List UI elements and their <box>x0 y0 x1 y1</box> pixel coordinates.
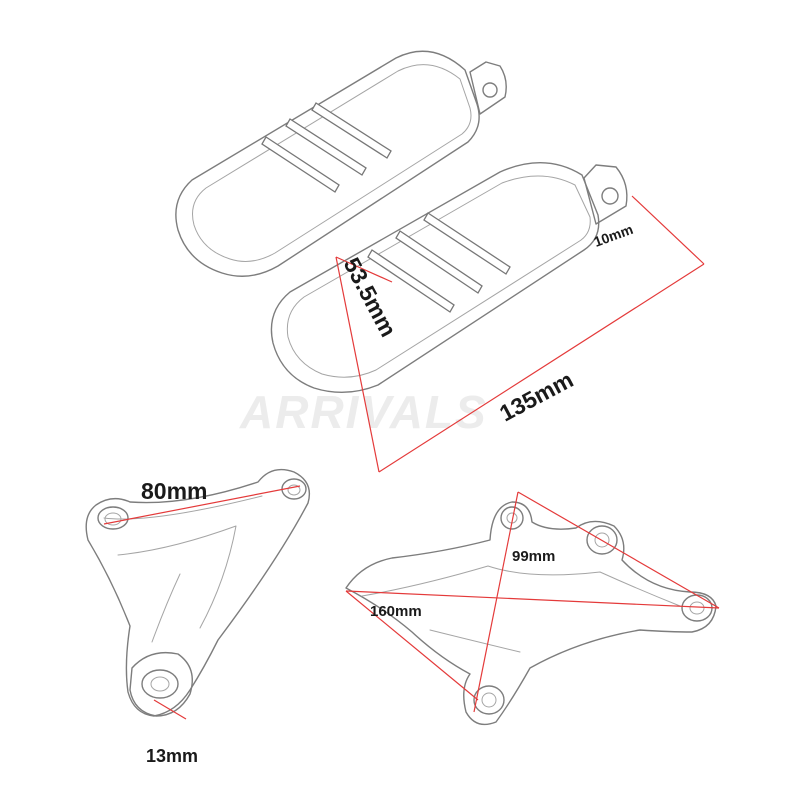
footboard-rear <box>175 50 507 277</box>
footboard-dimensions <box>335 195 705 473</box>
dimension-label-length-135mm: 135mm <box>495 366 577 426</box>
dimension-label-width-160mm: 160mm <box>370 603 422 620</box>
dimension-label-hole-13mm: 13mm <box>146 746 198 766</box>
dimension-label-height-99mm: 99mm <box>512 548 555 565</box>
right-bracket-dimensions <box>345 491 720 713</box>
left-mount-bracket <box>85 468 311 717</box>
dimension-label-width-80mm: 80mm <box>141 478 207 504</box>
left-bracket-dimensions <box>103 485 301 720</box>
footboard-front <box>270 162 628 394</box>
